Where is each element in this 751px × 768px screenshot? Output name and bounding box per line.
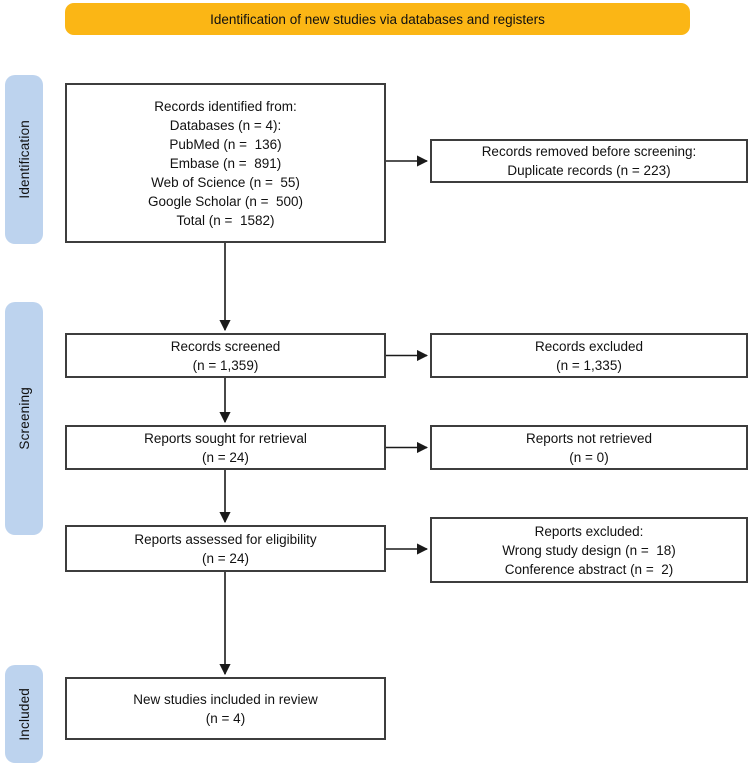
- stage-tab-identification-label: Identification: [16, 120, 32, 199]
- box-reports-excluded: Reports excluded: Wrong study design (n …: [430, 517, 748, 583]
- title-banner: Identification of new studies via databa…: [65, 3, 690, 35]
- box-reports-assessed: Reports assessed for eligibility (n = 24…: [65, 525, 386, 572]
- box-records-identified: Records identified from: Databases (n = …: [65, 83, 386, 243]
- stage-tab-identification: Identification: [5, 75, 43, 244]
- stage-tab-included: Included: [5, 665, 43, 763]
- stage-tab-included-label: Included: [16, 687, 32, 741]
- stage-tab-screening-label: Screening: [16, 387, 32, 450]
- stage-tab-screening: Screening: [5, 302, 43, 535]
- box-records-screened: Records screened (n = 1,359): [65, 333, 386, 378]
- box-reports-sought: Reports sought for retrieval (n = 24): [65, 425, 386, 470]
- box-reports-not-retrieved: Reports not retrieved (n = 0): [430, 425, 748, 470]
- box-new-studies-included: New studies included in review (n = 4): [65, 677, 386, 740]
- box-records-excluded: Records excluded (n = 1,335): [430, 333, 748, 378]
- box-records-removed: Records removed before screening: Duplic…: [430, 139, 748, 183]
